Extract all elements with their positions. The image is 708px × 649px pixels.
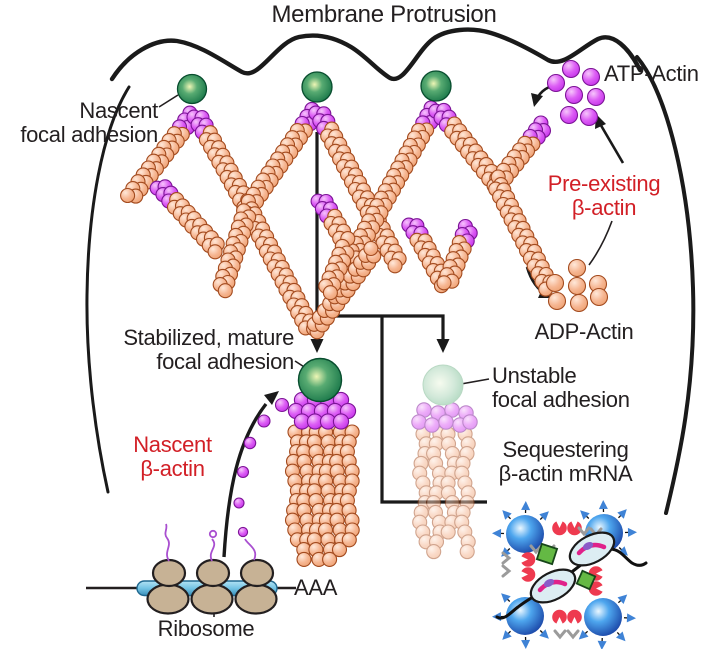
- cell-boundary-right: [635, 55, 696, 515]
- page-title: Membrane Protrusion: [271, 1, 497, 28]
- granule-cargo-cube: [575, 569, 597, 591]
- ribosome-1: [146, 558, 190, 615]
- arrowhead-to-mature-fa-cap: [264, 391, 279, 405]
- ribosome-complex: [86, 523, 296, 615]
- label-atp-actin: ATP-Actin: [604, 61, 699, 86]
- label-poly-a-tail: AAA: [294, 575, 338, 600]
- rna-binding-protein: [529, 568, 577, 604]
- nascent-peptide-chains: [164, 523, 257, 562]
- granule-cargo-cube: [535, 542, 559, 566]
- membrane-line: [109, 27, 643, 82]
- nascent-actin-delivery-arrow: [222, 402, 268, 558]
- cell-boundary-left: [85, 85, 131, 494]
- nascent-focal-adhesions: [176, 70, 452, 105]
- actin-network: [120, 100, 558, 340]
- ribosome-2: [190, 558, 234, 615]
- ribosome-3: [234, 558, 278, 615]
- mrna-granule-transcripts: [495, 531, 648, 620]
- label-adp-actin: ADP-Actin: [534, 319, 634, 344]
- label-nascent-focal-adhesion: Nascent focal adhesion: [20, 98, 158, 147]
- label-ribosome: Ribosome: [157, 616, 255, 641]
- unstable-focal-adhesion-structure: [411, 364, 478, 560]
- label-stabilized-mature-fa: Stabilized, mature focal adhesion: [123, 325, 294, 374]
- arrowhead-to-unstable-fa: [436, 339, 450, 353]
- arrowhead-atp-to-filament: [531, 93, 543, 107]
- label-pre-existing-beta-actin: Pre-existing β-actin: [547, 171, 661, 220]
- free-actin-monomers: [233, 59, 609, 509]
- released-beta-actin-monomer: [237, 526, 249, 538]
- label-unstable-fa: Unstable focal adhesion: [492, 363, 630, 412]
- label-sequestering-mrna: Sequestering β-actin mRNA: [498, 437, 633, 486]
- mature-focal-adhesion-structure: [284, 357, 360, 567]
- rna-binding-protein: [568, 531, 616, 567]
- label-nascent-beta-actin: Nascent β-actin: [133, 432, 212, 481]
- arrowhead-to-mature-fa: [310, 339, 324, 353]
